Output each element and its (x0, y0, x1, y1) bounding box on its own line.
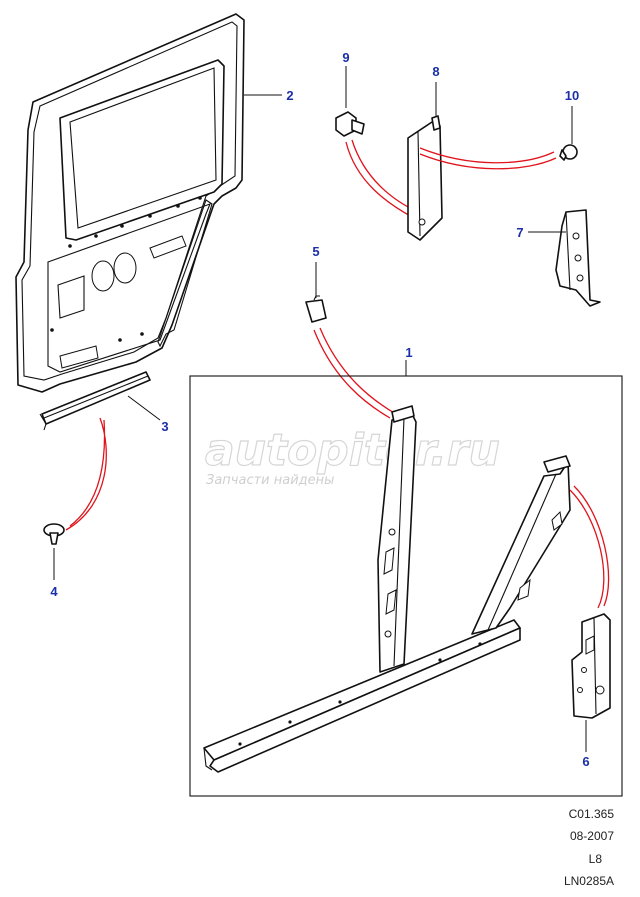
watermark: autopiter.ru Запчасти найдены (204, 424, 500, 488)
callout-8: 8 (432, 64, 439, 79)
callout-5: 5 (312, 244, 319, 259)
callout-10: 10 (565, 88, 579, 103)
callout-3: 3 (161, 419, 168, 434)
callout-4: 4 (50, 584, 58, 599)
part-mounting-bracket (528, 209, 601, 307)
part-rear-side-door (15, 13, 282, 393)
reference-drawing: LN0285A (563, 874, 614, 888)
callout-6: 6 (582, 754, 589, 769)
part-pillar-bracket (407, 82, 443, 241)
callout-7: 7 (516, 225, 523, 240)
part-push-clip (43, 523, 65, 580)
watermark-tagline: Запчасти найдены (206, 473, 334, 488)
part-pillar-reinforcement (571, 613, 611, 752)
install-path-clip-to-bracket (419, 147, 557, 170)
reference-code: C01.365 (568, 807, 614, 821)
callout-2: 2 (286, 88, 293, 103)
part-door-sill-strip (39, 371, 161, 431)
part-clip (559, 106, 578, 161)
part-bolt (335, 66, 365, 137)
reference-model: L8 (588, 852, 602, 866)
install-path-bracket-to-pillar (313, 327, 397, 419)
callout-9: 9 (342, 50, 349, 65)
watermark-logo: autopiter.ru (205, 425, 500, 476)
install-path-clip-to-sill (65, 417, 107, 531)
part-side-frame-assembly (189, 360, 623, 797)
reference-date: 08-2007 (569, 829, 614, 843)
install-path-reinforcement (569, 485, 610, 609)
callout-1: 1 (405, 345, 412, 360)
part-small-bracket (305, 262, 327, 323)
